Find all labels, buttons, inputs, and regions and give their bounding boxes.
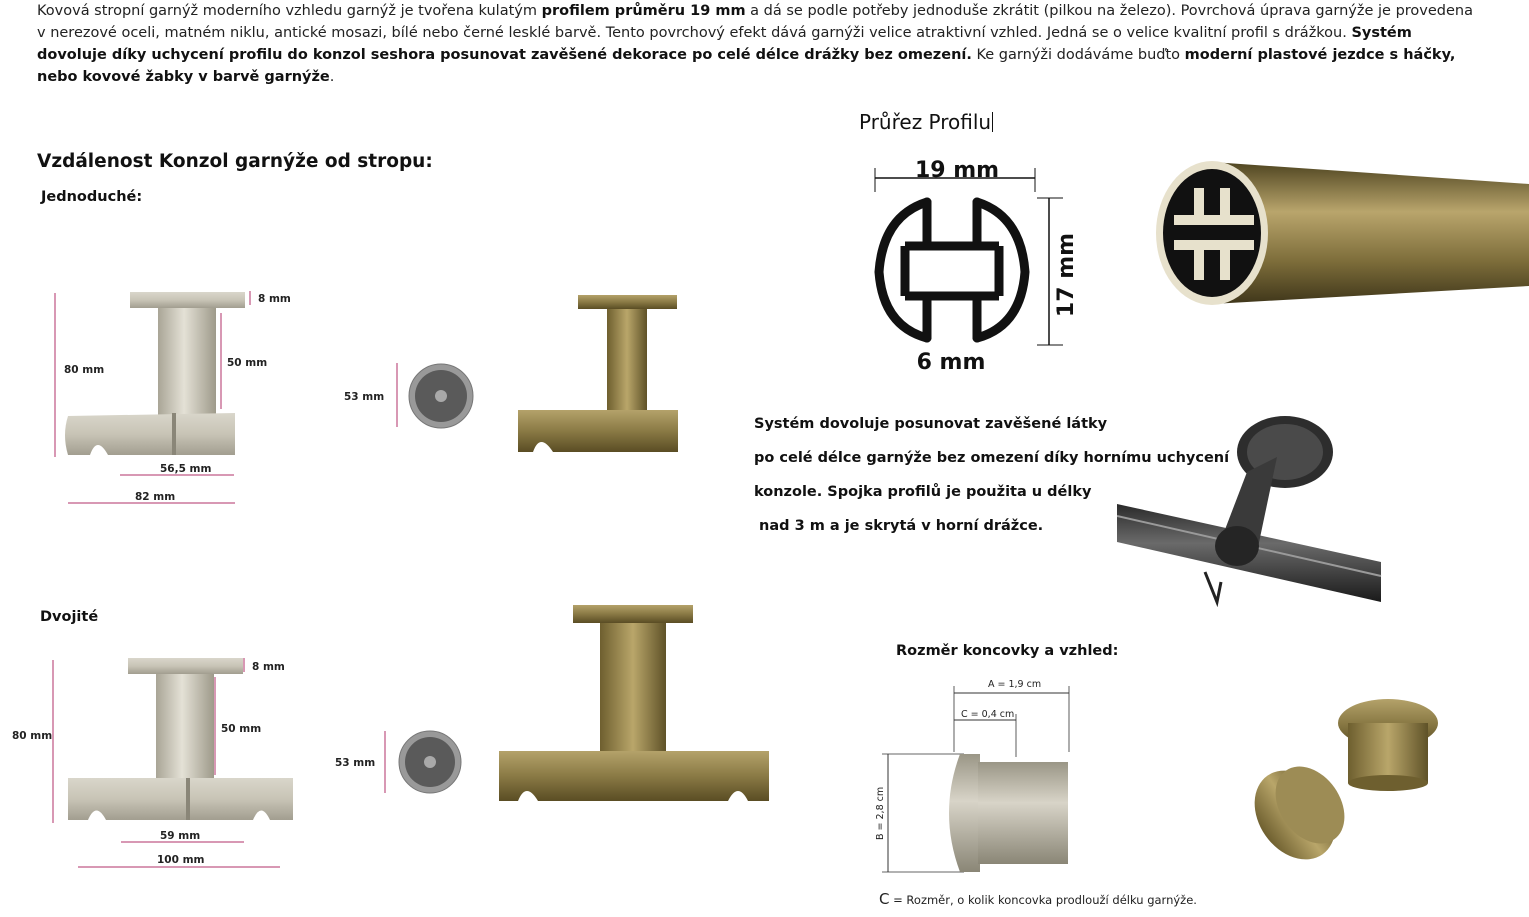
black-bracket-rod-image	[1117, 416, 1382, 607]
profile-gap-label: 6 mm	[917, 350, 986, 375]
brass-endcaps-image	[1254, 699, 1438, 860]
dim-59mm: 59 mm	[160, 830, 200, 842]
endcap-note-c: C	[879, 890, 890, 908]
profile-heading-text: Průřez Profilu	[859, 110, 992, 134]
profile-height-label: 17 mm	[1054, 233, 1079, 317]
single-bracket-plate-drawing: 53 mm	[344, 363, 474, 429]
dim-100mm: 100 mm	[157, 854, 205, 866]
dim-82mm: 82 mm	[135, 491, 175, 503]
dim-53mm-double: 53 mm	[335, 757, 375, 769]
intro-bold-2: Systém dovoluje díky uchycení profilu do…	[37, 25, 1412, 63]
endcap-note-text: = Rozměr, o kolik koncovka prodlouží dél…	[889, 893, 1197, 907]
intro-paragraph: Kovová stropní garnýž moderního vzhledu …	[37, 0, 1477, 88]
endcap-dimension-drawing: A = 1,9 cm C = 0,4 cm B = 2,8 cm	[875, 679, 1070, 873]
profile-cross-section-drawing: 19 mm 17 mm 6 mm	[874, 158, 1079, 375]
dim-8mm: 8 mm	[258, 293, 291, 305]
double-bracket-plate-drawing: 53 mm	[335, 730, 462, 794]
double-bracket-dimension-drawing: 8 mm 80 mm 50 mm 59 mm 100 mm	[12, 658, 293, 868]
intro-text-4: .	[329, 69, 335, 85]
single-brass-bracket-image	[518, 295, 678, 452]
dim-53mm: 53 mm	[344, 391, 384, 403]
dim-8mm-double: 8 mm	[252, 661, 285, 673]
intro-text-2: a dá se podle potřeby jednoduše zkrátit …	[37, 3, 1474, 41]
dim-50mm: 50 mm	[227, 357, 267, 369]
endcap-dim-b: B = 2,8 cm	[875, 787, 886, 840]
intro-text-1: Kovová stropní garnýž moderního vzhledu …	[37, 3, 542, 19]
system-line-2: po celé délce garnýže bez omezení díky h…	[754, 450, 1230, 466]
double-brackets-label: Dvojité	[40, 609, 99, 625]
dim-50mm-double: 50 mm	[221, 723, 261, 735]
single-bracket-dimension-drawing: 8 mm 80 mm 50 mm 56,5 mm 82 mm	[54, 291, 291, 504]
profile-width-label: 19 mm	[915, 158, 999, 183]
double-brass-bracket-image	[499, 605, 769, 801]
endcap-dim-a: A = 1,9 cm	[988, 679, 1041, 690]
text-cursor	[992, 112, 994, 132]
system-description: Systém dovoluje posunovat zavěšené látky…	[754, 407, 1229, 543]
profile-heading: Průřez Profilu	[859, 110, 994, 134]
system-line-1: Systém dovoluje posunovat zavěšené látky	[754, 416, 1108, 432]
intro-bold-3: moderní plastové jezdce s háčky, nebo ko…	[37, 47, 1456, 85]
single-brackets-label: Jednoduché:	[41, 189, 143, 205]
dim-80mm: 80 mm	[64, 364, 104, 376]
endcap-note: C = Rozměr, o kolik koncovka prodlouží d…	[879, 890, 1197, 908]
brass-rod-image	[1156, 161, 1529, 305]
system-line-4: nad 3 m a je skrytá v horní drážce.	[754, 518, 1044, 534]
endcap-dim-c: C = 0,4 cm	[961, 709, 1014, 720]
endcap-heading: Rozměr koncovky a vzhled:	[896, 643, 1119, 659]
system-line-3: konzole. Spojka profilů je použita u dél…	[754, 484, 1092, 500]
intro-bold-1: profilem průměru 19 mm	[541, 3, 746, 19]
dim-80mm-double: 80 mm	[12, 730, 52, 742]
intro-text-3: Ke garnýži dodáváme buďto	[971, 47, 1185, 63]
dim-56-5mm: 56,5 mm	[160, 463, 212, 475]
brackets-heading: Vzdálenost Konzol garnýže od stropu:	[37, 151, 433, 172]
